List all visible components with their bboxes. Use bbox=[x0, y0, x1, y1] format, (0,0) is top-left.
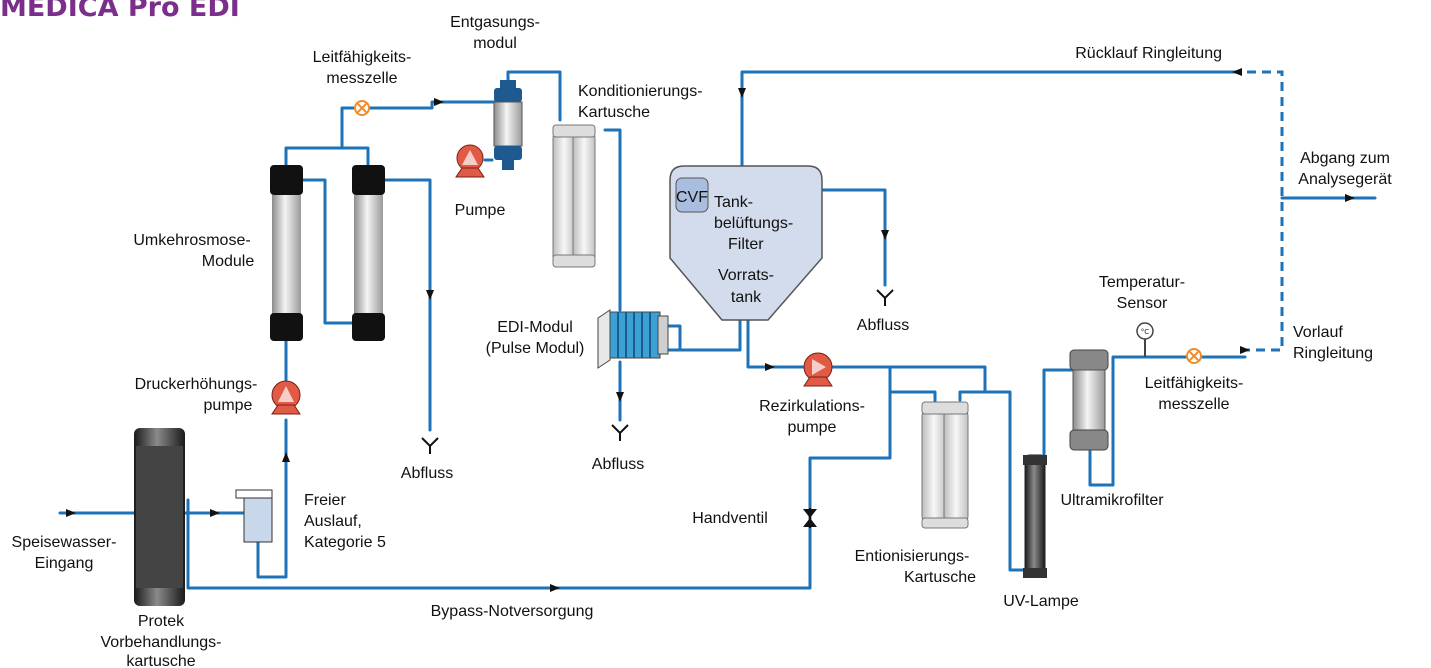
hand-valve-icon bbox=[803, 508, 817, 528]
drain-icon bbox=[421, 289, 894, 454]
label-conductivity-2a: Leitfähigkeits- bbox=[1145, 375, 1244, 392]
protek-cartridge bbox=[134, 428, 185, 606]
degassing-module bbox=[493, 80, 523, 170]
label-feed-1: Speisewasser- bbox=[12, 534, 117, 551]
label-conductivity-2b: messzelle bbox=[1158, 396, 1229, 413]
conditioning-cartridge bbox=[552, 124, 596, 268]
recirculation-pump-icon bbox=[803, 352, 833, 387]
deionization-cartridge bbox=[921, 401, 969, 529]
label-conductivity-1b: messzelle bbox=[326, 70, 397, 87]
label-storage-1: Vorrats- bbox=[718, 267, 774, 284]
label-conditioning-1: Konditionierungs- bbox=[578, 83, 703, 100]
label-temp-symbol: °C bbox=[1141, 328, 1150, 336]
label-tank-3: Filter bbox=[728, 236, 764, 253]
label-tank-2: belüftungs- bbox=[714, 215, 793, 232]
label-hand-valve: Handventil bbox=[692, 510, 768, 527]
label-ro-1: Umkehrosmose- bbox=[133, 232, 250, 249]
label-protek-2: Vorbehandlungs- bbox=[101, 634, 222, 651]
label-protek-1: Protek bbox=[138, 613, 185, 630]
label-tank-1: Tank- bbox=[714, 194, 753, 211]
label-analyzer-1: Abgang zum bbox=[1300, 150, 1390, 167]
label-deion-1: Entionisierungs- bbox=[855, 548, 970, 565]
label-booster-1: Druckerhöhungs- bbox=[135, 376, 258, 393]
ultrafilter bbox=[1069, 349, 1109, 451]
label-edi-1: EDI-Modul bbox=[497, 319, 573, 336]
conductivity-cell-icon bbox=[354, 100, 370, 116]
label-temp-1: Temperatur- bbox=[1099, 274, 1185, 291]
label-pump: Pumpe bbox=[455, 202, 506, 219]
ro-module-left bbox=[270, 165, 303, 341]
label-flow-line-1: Vorlauf bbox=[1293, 324, 1343, 341]
label-bypass: Bypass-Notversorgung bbox=[431, 603, 594, 620]
pump-icon bbox=[455, 144, 485, 178]
label-booster-2: pumpe bbox=[204, 397, 253, 414]
label-free-outlet-1: Freier bbox=[304, 492, 346, 509]
temperature-sensor-icon bbox=[1136, 322, 1154, 357]
label-free-outlet-2: Auslauf, bbox=[304, 513, 362, 530]
booster-pump-icon bbox=[271, 380, 301, 415]
label-deion-2: Kartusche bbox=[904, 569, 976, 586]
labels: Entgasungs- modul Leitfähigkeits- messze… bbox=[12, 14, 1393, 668]
label-analyzer-2: Analysegerät bbox=[1298, 171, 1392, 188]
label-drain-3: Abfluss bbox=[857, 317, 909, 334]
conductivity-cell-2-icon bbox=[1186, 348, 1202, 364]
label-drain-2: Abfluss bbox=[592, 456, 644, 473]
label-return-line: Rücklauf Ringleitung bbox=[1075, 45, 1222, 62]
label-ro-2: Module bbox=[202, 253, 255, 270]
free-outlet-tank bbox=[235, 489, 273, 543]
label-degassing-1: Entgasungs- bbox=[450, 14, 540, 31]
label-temp-2: Sensor bbox=[1117, 295, 1168, 312]
label-conductivity-1a: Leitfähigkeits- bbox=[313, 49, 412, 66]
diagram-title: MEDICA Pro EDI bbox=[0, 0, 240, 23]
label-storage-2: tank bbox=[731, 289, 762, 306]
label-recirc-1: Rezirkulations- bbox=[759, 398, 865, 415]
label-uv-lamp: UV-Lampe bbox=[1003, 593, 1079, 610]
edi-module bbox=[597, 309, 669, 369]
label-degassing-2: modul bbox=[473, 35, 517, 52]
label-free-outlet-3: Kategorie 5 bbox=[304, 534, 386, 551]
label-ultrafilter: Ultramikrofilter bbox=[1060, 492, 1164, 509]
label-edi-2: (Pulse Modul) bbox=[486, 340, 585, 357]
label-feed-2: Eingang bbox=[35, 555, 94, 572]
label-recirc-2: pumpe bbox=[788, 419, 837, 436]
label-flow-line-2: Ringleitung bbox=[1293, 345, 1373, 362]
label-conditioning-2: Kartusche bbox=[578, 104, 650, 121]
ro-module-right bbox=[352, 165, 385, 341]
label-protek-3: kartusche bbox=[126, 653, 195, 668]
uv-lamp bbox=[1023, 454, 1047, 578]
label-cvf: CVF bbox=[676, 189, 708, 206]
label-drain-1: Abfluss bbox=[401, 465, 453, 482]
storage-tank bbox=[669, 165, 823, 321]
